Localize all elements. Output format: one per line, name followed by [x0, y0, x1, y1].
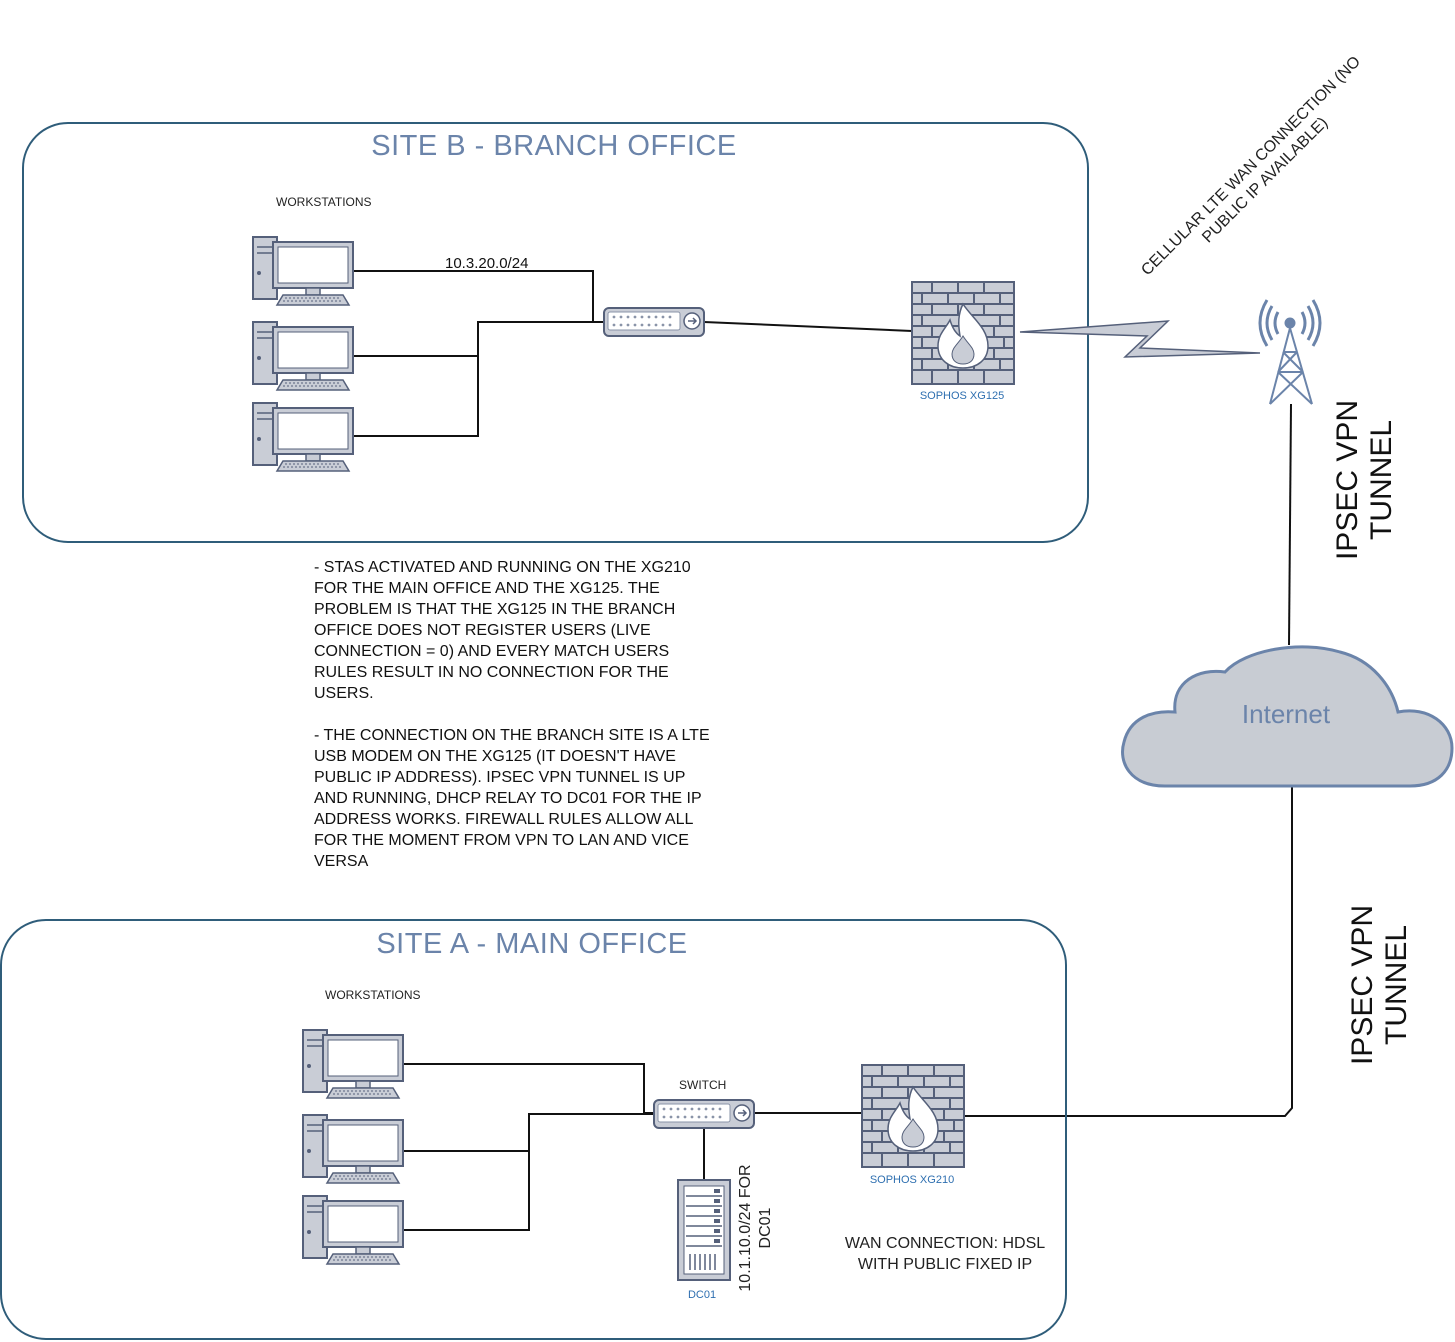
- tunnel-wire-upper: [1288, 403, 1292, 646]
- workstation-icon: [302, 1195, 404, 1265]
- site-b-wire-pc3: [354, 356, 479, 437]
- site-b-subnet-label: 10.3.20.0/24: [445, 255, 528, 272]
- cloud-label: Internet: [1242, 699, 1331, 729]
- site-a-title: SITE A - MAIN OFFICE: [376, 928, 687, 960]
- site-b-firewall-label: SOPHOS XG125: [920, 390, 1004, 402]
- firewall-icon: [911, 281, 1015, 385]
- switch-icon: [603, 307, 705, 337]
- site-a-workstations-label: WORKSTATIONS: [325, 988, 421, 1002]
- tunnel-upper-line1: IPSEC VPN: [1331, 400, 1364, 560]
- switch-icon: [653, 1099, 755, 1129]
- site-b-group: SITE B - BRANCH OFFICE WORKSTATIONS 10.3…: [22, 122, 1089, 543]
- notes-paragraph-2: - THE CONNECTION ON THE BRANCH SITE IS A…: [314, 727, 710, 870]
- workstation-icon: [252, 236, 354, 306]
- site-a-server-label: DC01: [688, 1289, 716, 1301]
- site-b-wire-pc1: [354, 270, 594, 321]
- workstation-icon: [302, 1114, 404, 1184]
- cloud-icon: Internet: [1121, 645, 1454, 788]
- site-b-wire-pc2: [354, 321, 604, 357]
- lte-label-group: CELLULAR LTE WAN CONNECTION (NO PUBLIC I…: [1138, 53, 1364, 279]
- lte-label-line1: CELLULAR LTE WAN CONNECTION (NO: [1138, 53, 1364, 279]
- workstation-icon: [252, 321, 354, 391]
- server-icon: [677, 1179, 731, 1281]
- workstation-icon: [302, 1029, 404, 1099]
- notes-paragraph-1: - STAS ACTIVATED AND RUNNING ON THE XG21…: [314, 559, 691, 702]
- site-b-title: SITE B - BRANCH OFFICE: [371, 130, 736, 162]
- site-a-server-subnet-line2: DC01: [757, 1207, 774, 1248]
- site-a-server-subnet-line1: 10.1.10.0/24 FOR: [737, 1164, 754, 1291]
- site-a-wire-pc3: [404, 1151, 530, 1231]
- site-a-server-subnet-group: 10.1.10.0/24 FOR DC01: [737, 1164, 774, 1291]
- workstation-icon: [252, 402, 354, 472]
- tunnel-upper-label-group: IPSEC VPN TUNNEL: [1331, 400, 1398, 560]
- site-a-switch-label: SWITCH: [679, 1078, 726, 1092]
- firewall-icon: [861, 1064, 965, 1168]
- lte-label-line2: PUBLIC IP AVAILABLE): [1199, 114, 1331, 246]
- tunnel-lower-label-group: IPSEC VPN TUNNEL: [1346, 905, 1413, 1065]
- site-a-frame: [0, 919, 1067, 1340]
- site-a-wire-pc2: [404, 1113, 654, 1152]
- tunnel-upper-line2: TUNNEL: [1365, 420, 1398, 540]
- site-a-wire-pc1: [404, 1063, 654, 1114]
- lightning-icon: [1019, 320, 1261, 358]
- cell-tower-icon: [1258, 299, 1322, 405]
- site-a-wan-line2: WITH PUBLIC FIXED IP: [858, 1256, 1032, 1273]
- site-a-firewall-label: SOPHOS XG210: [870, 1174, 954, 1186]
- site-a-group: SITE A - MAIN OFFICE WORKSTATIONS SWITCH…: [0, 919, 1067, 1340]
- site-b-workstations-label: WORKSTATIONS: [276, 195, 372, 209]
- site-a-wan-line1: WAN CONNECTION: HDSL: [845, 1235, 1045, 1252]
- tunnel-lower-line2: TUNNEL: [1380, 925, 1413, 1045]
- site-b-wire-switch-firewall: [703, 321, 913, 332]
- tunnel-wire-lower: [965, 787, 1293, 1117]
- tunnel-lower-line1: IPSEC VPN: [1346, 905, 1379, 1065]
